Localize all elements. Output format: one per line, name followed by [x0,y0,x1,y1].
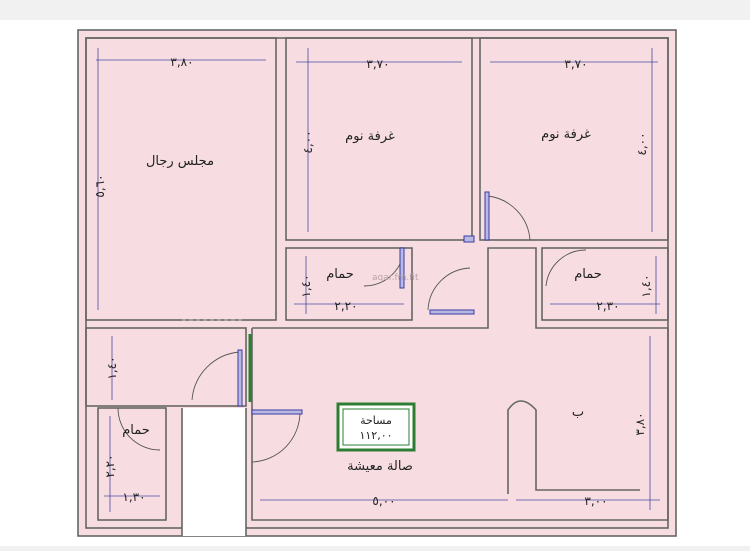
entrance-void [182,408,246,536]
bedroom1-height-dim: ٤,٠٠ [301,130,315,153]
bedroom-2 [479,37,669,241]
living-name: صالة معيشة [347,459,413,474]
majlis-name: مجلس رجال [146,154,214,169]
window-bedroom-1 [463,235,475,243]
door-lobby [191,351,241,401]
outer-wall [77,29,677,537]
area-box-inner [342,408,410,446]
kitchen-width-dim: ٣,٠٠ [584,494,607,508]
bath3-width-dim: ١,٣٠ [122,490,145,504]
bath-2 [541,247,669,321]
bottom-bar [0,546,750,551]
living-height-dim: ٣,٨٠ [633,412,647,435]
area-box [336,402,416,452]
kitchen-label: ب [572,405,584,420]
door-entrance-leaf [251,409,303,415]
door-corridor-leaf [429,309,475,315]
bedroom1-name: غرفة نوم [345,129,395,144]
bedroom2-width-dim: ٣,٧٠ [564,57,587,71]
door-corridor [427,267,471,311]
bath-3 [97,407,167,521]
bath3-name: حمام [122,423,150,438]
bath2-name: حمام [574,267,602,282]
floor-background [78,30,676,536]
kitchen-counter [507,400,640,494]
door-entrance [251,411,301,463]
door-bedroom-2-leaf [484,191,490,241]
majlis-width-dim: ٣,٨٠ [170,55,193,69]
majlis-room [85,37,277,321]
door-bath-2 [545,249,587,287]
bath1-name: حمام [326,267,354,282]
door-lobby-leaf [237,349,243,407]
living-hall-wall [251,247,669,521]
watermark: aqar.fm.fit [372,273,419,283]
lobby [85,327,247,407]
door-bath-3 [117,407,161,451]
bedroom-1 [285,37,473,241]
bath-1 [285,247,413,321]
bath1-height-dim: ١,٤٠ [299,274,313,297]
lobby-height-dim: ١,٤٠ [105,356,119,379]
bedroom1-width-dim: ٣,٧٠ [366,57,389,71]
bedroom2-height-dim: ٤,٠٠ [635,132,649,155]
door-bedroom-2 [487,195,531,241]
living-width-dim: ٥,٠٠ [372,494,395,508]
bath2-height-dim: ١,٤٠ [639,274,653,297]
door-bath-1-leaf [399,247,405,289]
majlis-height-dim: ٥,٦٠ [93,174,107,197]
bedroom2-name: غرفة نوم [541,127,591,142]
bath2-width-dim: ٢,٣٠ [596,299,619,313]
area-title: مساحة [360,414,392,427]
bath3-height-dim: ٢,٢٠ [103,454,117,477]
area-value: ١١٢,٠٠ [359,429,392,442]
bath1-width-dim: ٢,٢٠ [334,299,357,313]
top-bar [0,0,750,20]
